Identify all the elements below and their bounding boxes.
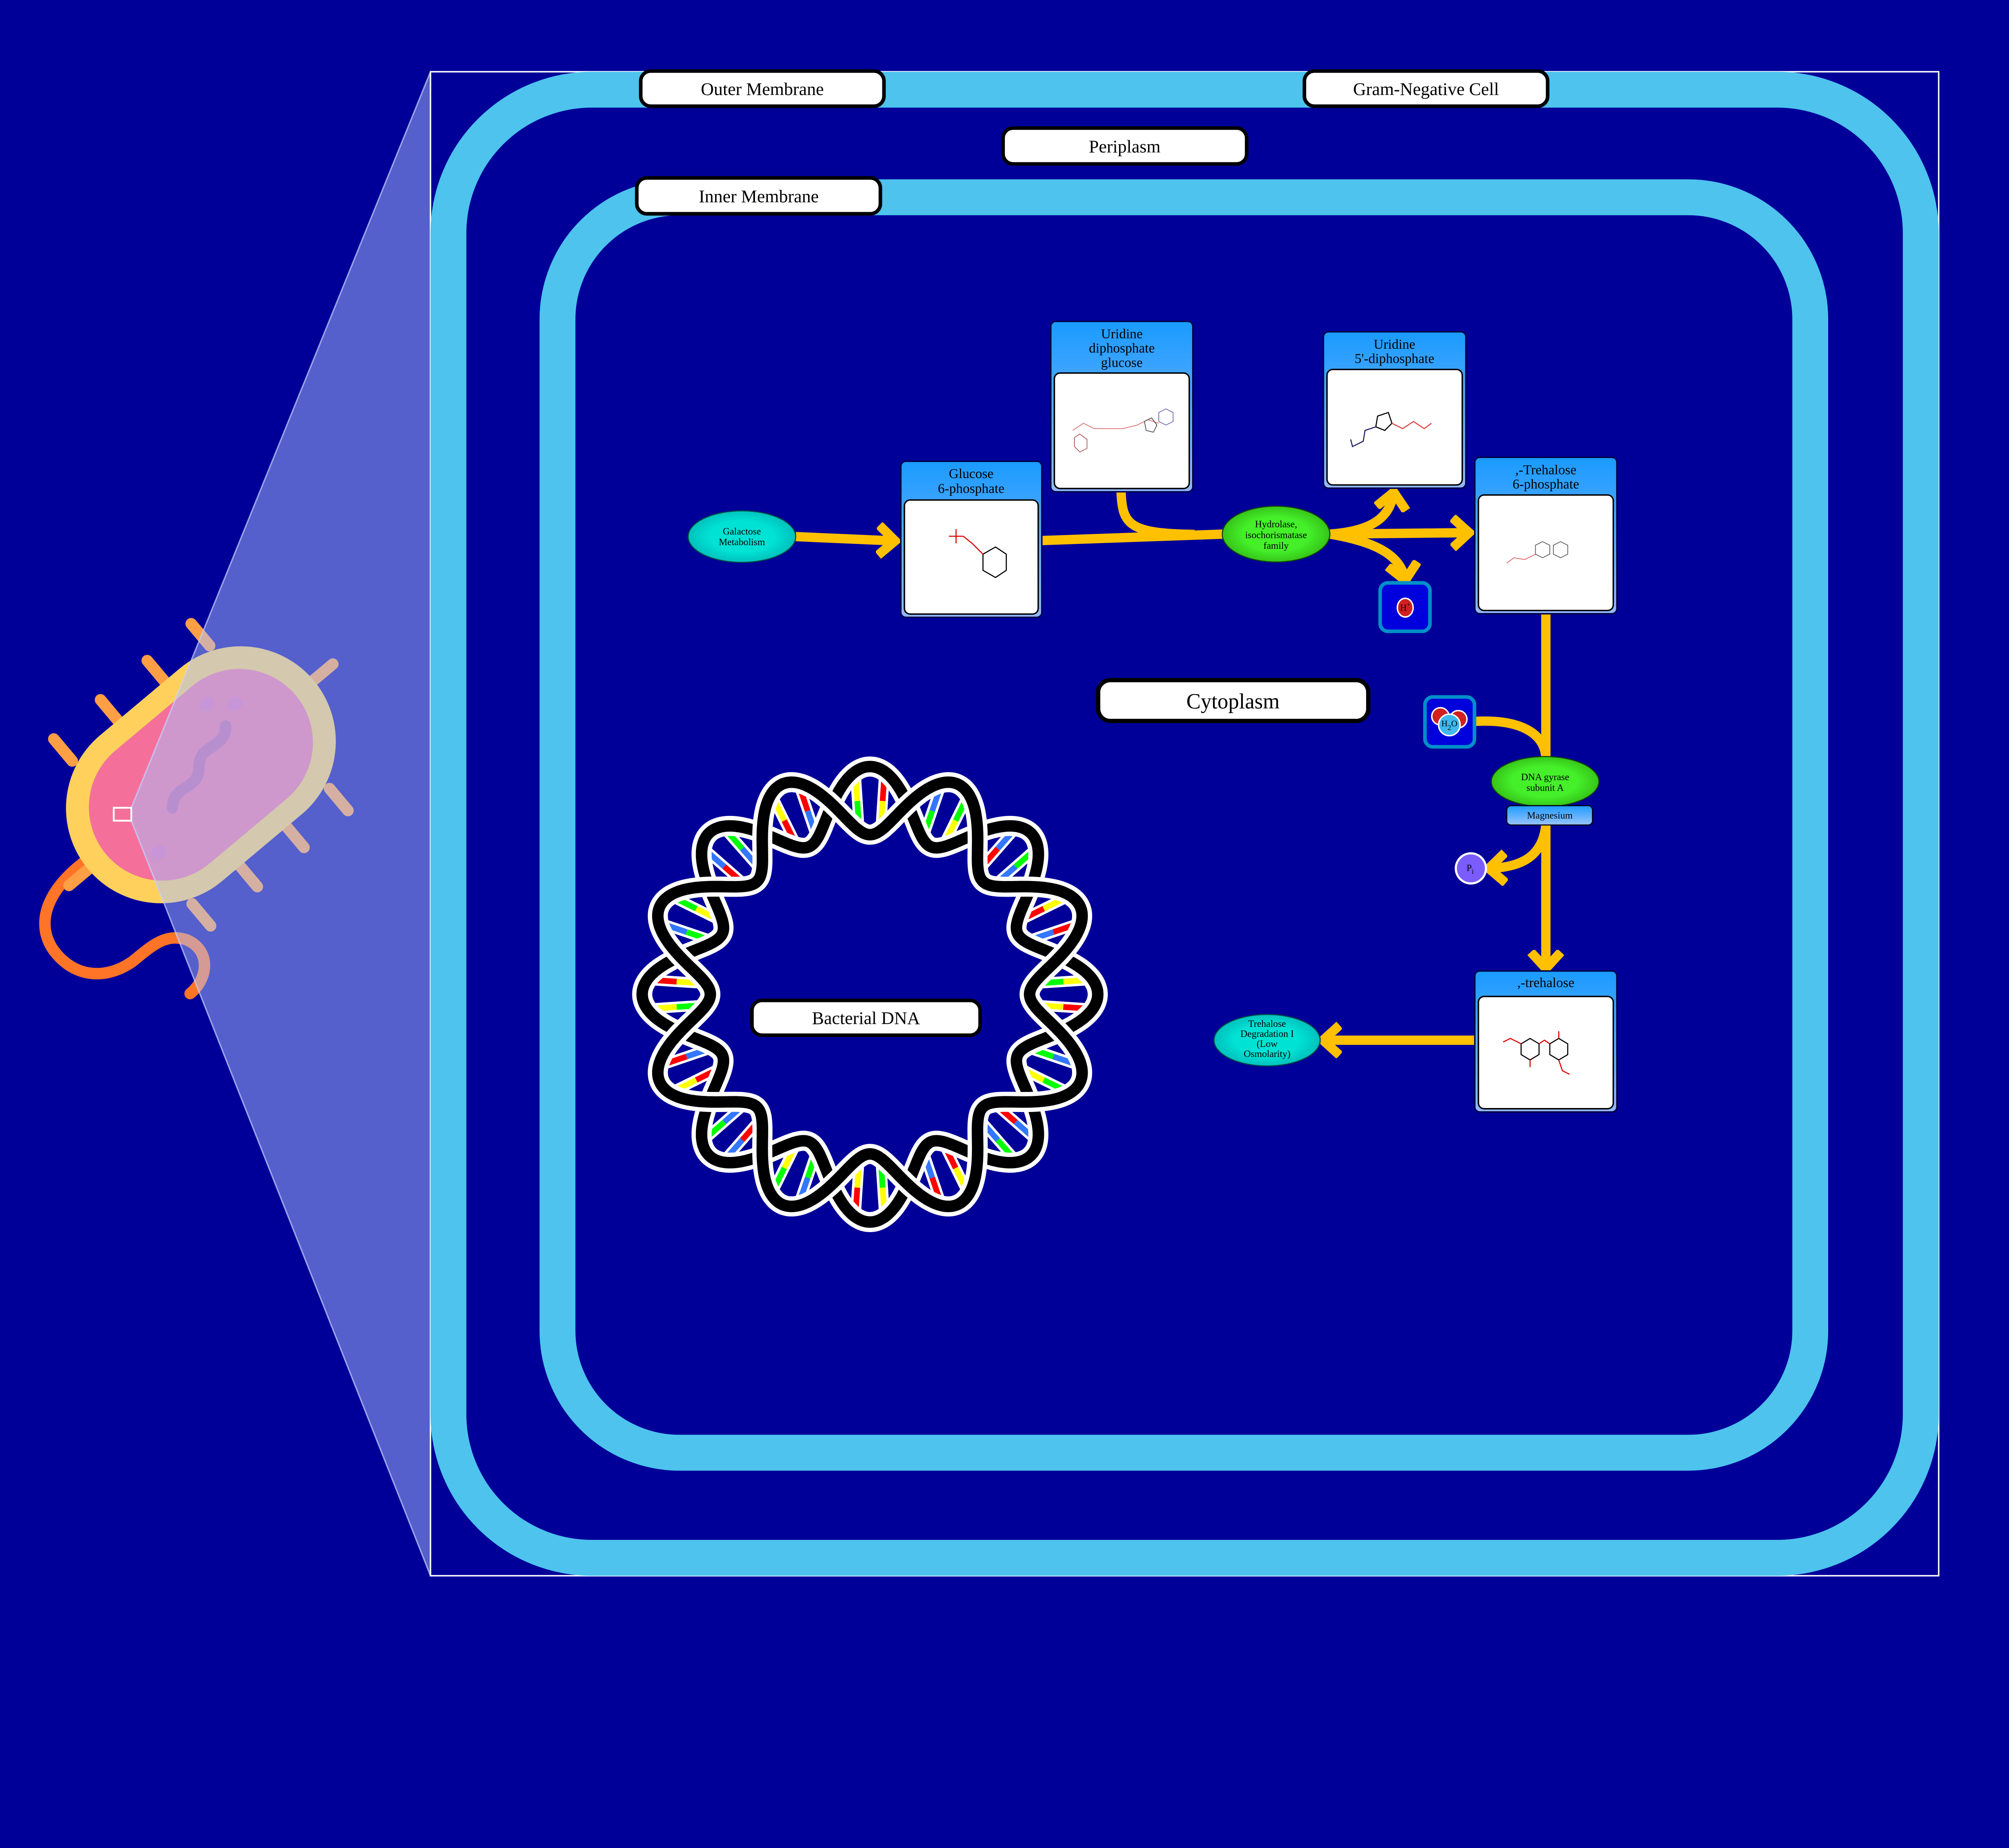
molecule-structure-t6p — [1506, 541, 1568, 564]
svg-text:H+: H+ — [1400, 601, 1410, 613]
bacterial-dna-text: Bacterial DNA — [812, 1008, 920, 1028]
enzyme-text: Hydrolase, — [1255, 519, 1297, 529]
bacterial-dna-label: Bacterial DNA — [750, 998, 982, 1037]
proton-charge: + — [1407, 601, 1410, 608]
enzyme-text: DNA gyrase — [1521, 772, 1569, 783]
arrow-hydrolase-to-proton[interactable] — [1329, 529, 1405, 580]
molecule-structure-g6p — [949, 529, 1007, 579]
outer-membrane-text: Outer Membrane — [701, 79, 824, 99]
pathway-text: Degradation I — [1240, 1029, 1294, 1039]
pathway-text: Galactose — [723, 526, 761, 537]
metabolite-title: Uridine — [1101, 327, 1143, 341]
reaction-arrows — [795, 491, 1551, 1040]
proton-text: H — [1400, 603, 1407, 613]
metabolite-title: 6-phosphate — [938, 481, 1004, 496]
phosphate-subscript: i — [1472, 867, 1474, 875]
metabolite-title: 5'-diphosphate — [1354, 352, 1434, 366]
arrow-water-to-gyrase[interactable] — [1475, 716, 1551, 758]
arrow-g6p-to-hydrolase[interactable] — [1041, 529, 1224, 546]
cofactor-magnesium[interactable]: Magnesium — [1506, 805, 1593, 826]
metabolite-trehalose-6-phosphate[interactable]: ,-Trehalose 6-phosphate — [1474, 456, 1618, 615]
water-molecule[interactable]: H2O — [1423, 695, 1477, 749]
molecule-structure-trehalose — [1503, 1031, 1570, 1075]
arrow-galactose-to-g6p[interactable] — [795, 537, 895, 541]
pathway-text: Trehalose — [1248, 1019, 1286, 1029]
dna-strand — [652, 776, 1088, 1212]
gram-negative-cell-label: Gram-Negative Cell — [1302, 69, 1550, 108]
pathway-text: Metabolism — [719, 537, 765, 548]
periplasm-text: Periplasm — [1089, 136, 1161, 156]
phosphate-molecule[interactable]: Pi — [1455, 852, 1487, 885]
outer-membrane — [430, 72, 1939, 1576]
metabolite-title: 6-phosphate — [1512, 477, 1579, 492]
inner-membrane-label: Inner Membrane — [635, 176, 882, 216]
enzyme-text: family — [1263, 541, 1289, 551]
metabolite-trehalose[interactable]: ,-trehalose — [1474, 970, 1618, 1113]
dna-strand — [636, 760, 1104, 1228]
metabolite-title: Glucose — [949, 466, 993, 481]
metabolite-title: ,-trehalose — [1517, 975, 1574, 990]
water-subscript: 2 — [1448, 724, 1451, 732]
metabolite-title: ,-Trehalose — [1515, 462, 1576, 477]
zoom-frame — [430, 71, 1939, 1577]
zoom-source-marker — [113, 807, 133, 822]
cytoplasm-label: Cytoplasm — [1096, 678, 1371, 723]
enzyme-text: subunit A — [1526, 783, 1564, 793]
cell-diagram: Outer Membrane Gram-Negative Cell Peripl… — [39, 69, 1939, 1577]
arrow-gyrase-to-phosphate[interactable] — [1489, 824, 1551, 869]
gram-negative-cell-text: Gram-Negative Cell — [1353, 79, 1499, 99]
proton-molecule[interactable]: H+ — [1378, 581, 1432, 633]
molecule-structure-udpg — [1072, 408, 1174, 453]
svg-text:H2O: H2O — [1441, 719, 1457, 732]
inner-membrane-text: Inner Membrane — [699, 186, 819, 206]
metabolite-title: glucose — [1101, 355, 1143, 370]
molecule-structure-udp — [1350, 412, 1432, 448]
metabolite-uridine-5-diphosphate[interactable]: Uridine 5'-diphosphate — [1322, 331, 1467, 489]
water-text: O — [1451, 719, 1457, 728]
metabolite-glucose-6-phosphate[interactable]: Glucose 6-phosphate — [900, 460, 1043, 618]
metabolite-uridine-diphosphate-glucose[interactable]: Uridine diphosphate glucose — [1050, 321, 1194, 493]
cofactor-text: Magnesium — [1527, 810, 1573, 821]
periplasm-label: Periplasm — [1001, 126, 1249, 166]
bacterial-dna — [632, 756, 1108, 1232]
cytoplasm-text: Cytoplasm — [1187, 689, 1280, 713]
phosphate-text: P — [1467, 863, 1472, 873]
outer-membrane-label: Outer Membrane — [639, 69, 886, 108]
water-text: H — [1441, 719, 1447, 728]
inner-membrane — [539, 179, 1828, 1471]
metabolite-title: diphosphate — [1089, 341, 1155, 356]
pathway-text: Osmolarity) — [1244, 1049, 1290, 1059]
enzyme-text: isochorismatase — [1245, 530, 1307, 540]
pathway-text: (Low — [1256, 1039, 1278, 1049]
arrow-udpg-to-hydrolase[interactable] — [1116, 491, 1195, 539]
svg-text:Pi: Pi — [1467, 863, 1474, 875]
metabolite-title: Uridine — [1374, 337, 1416, 352]
